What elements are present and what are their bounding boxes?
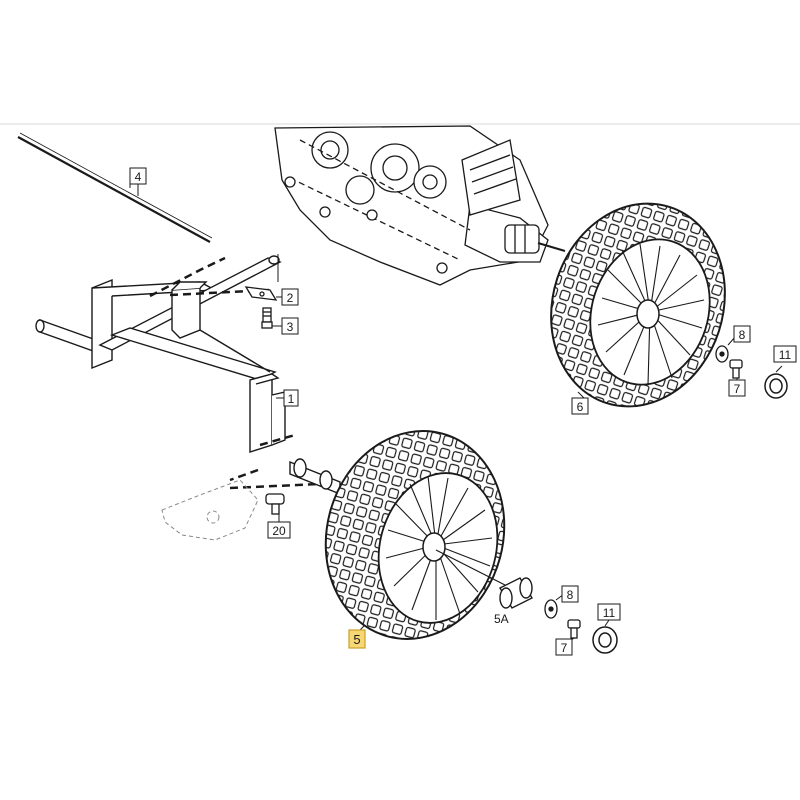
svg-text:1: 1 <box>288 392 295 406</box>
callout-4: 4 <box>129 167 147 185</box>
callout-3: 3 <box>281 317 299 335</box>
frame-part-1 <box>35 255 286 453</box>
upper-bolt-part-7 <box>729 359 743 379</box>
callout-7-lower: 7 <box>555 638 573 656</box>
callout-6: 6 <box>571 397 589 415</box>
svg-text:4: 4 <box>135 170 142 184</box>
lower-wheel-part-5 <box>324 430 506 640</box>
callout-2: 2 <box>281 288 299 306</box>
bolt-part-3 <box>261 307 273 329</box>
callout-1: 1 <box>283 389 299 407</box>
transmission-assembly <box>274 125 566 286</box>
bushing-part-5a <box>499 577 533 609</box>
lower-bolt-part-7 <box>567 619 581 639</box>
bolt-part-20 <box>265 493 285 515</box>
callout-8-lower: 8 <box>561 585 579 603</box>
rod-part-4 <box>17 132 213 243</box>
callout-5: 5 <box>348 629 366 649</box>
stub-axle <box>289 458 341 496</box>
callout-7-upper: 7 <box>728 379 746 397</box>
svg-text:20: 20 <box>272 524 286 538</box>
svg-text:8: 8 <box>567 588 574 602</box>
mount-bracket-outline <box>161 479 259 541</box>
callout-11-upper: 11 <box>773 345 797 363</box>
svg-text:5A: 5A <box>494 612 509 626</box>
svg-text:11: 11 <box>779 348 792 362</box>
callout-11-lower: 11 <box>597 603 621 621</box>
svg-text:11: 11 <box>603 606 616 620</box>
callout-8-upper: 8 <box>733 325 751 343</box>
plate-part-2 <box>244 286 278 301</box>
upper-wheel-part-6 <box>550 202 726 408</box>
svg-text:3: 3 <box>287 320 294 334</box>
svg-text:8: 8 <box>739 328 746 342</box>
upper-washer-part-8 <box>715 345 729 363</box>
callout-5a: 5A <box>494 612 509 626</box>
svg-text:7: 7 <box>561 641 568 655</box>
lower-cap-part-11 <box>592 626 618 654</box>
upper-cap-part-11 <box>764 373 788 399</box>
svg-text:6: 6 <box>577 400 584 414</box>
lower-washer-part-8 <box>544 599 558 619</box>
svg-text:2: 2 <box>287 291 294 305</box>
svg-text:5: 5 <box>353 632 360 647</box>
svg-text:7: 7 <box>734 382 741 396</box>
callout-20: 20 <box>267 521 291 539</box>
